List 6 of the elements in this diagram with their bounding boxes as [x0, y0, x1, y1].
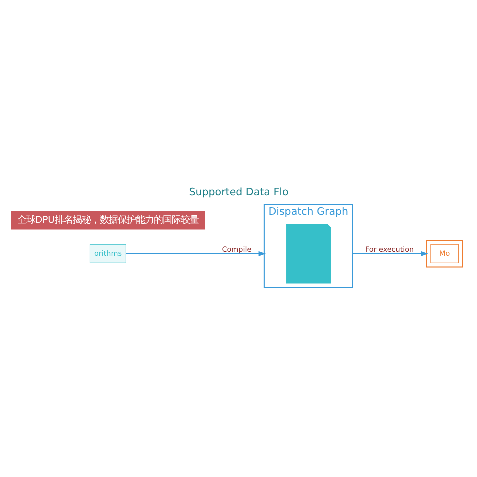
- arrow: [352, 251, 428, 256]
- cluster: Dispatch Graph: [263, 204, 353, 288]
- label: 全球DPU排名揭秘，数据保护能力的国际较量: [16, 214, 198, 226]
- cluster: [426, 240, 463, 268]
- diagram-title: Supported Data Flo: [188, 186, 288, 198]
- arrow: [126, 251, 266, 256]
